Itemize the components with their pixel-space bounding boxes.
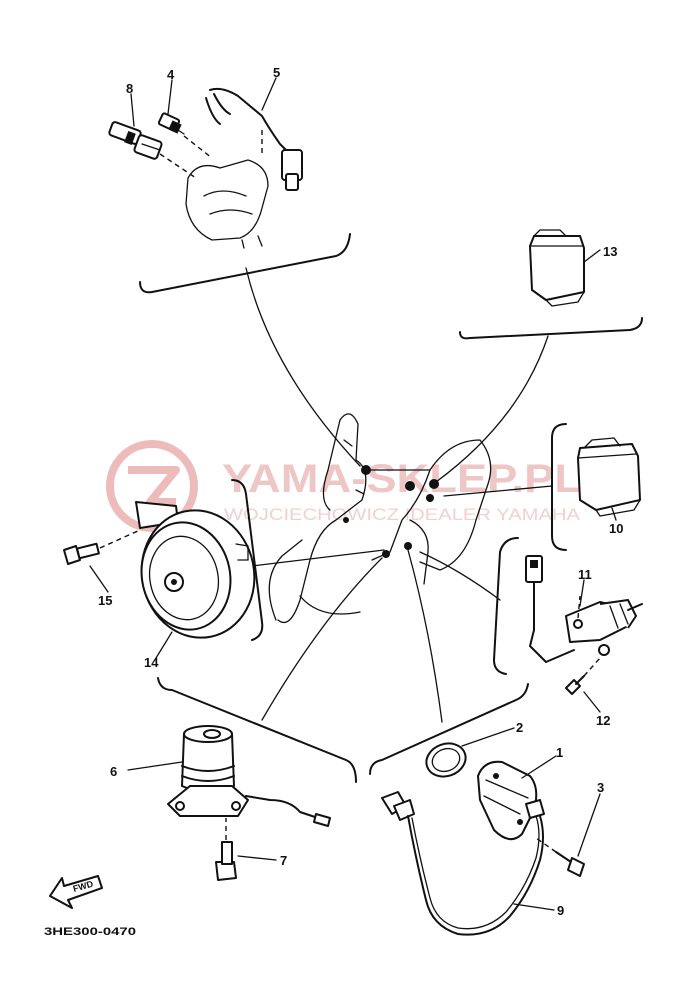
watermark-subtitle: WOJCIECHOWICZ IDEALER YAMAHA	[224, 505, 581, 524]
engine-case-sketch	[185, 159, 269, 249]
group-brackets	[139, 233, 643, 783]
callout-8: 8	[126, 81, 133, 96]
callout-1: 1	[556, 745, 563, 760]
part-8-switch	[108, 121, 197, 179]
callout-14: 14	[144, 655, 159, 670]
mount-point	[361, 465, 371, 475]
part-13-relay	[529, 229, 585, 307]
part-12-screw	[565, 657, 601, 695]
callout-7: 7	[280, 853, 287, 868]
part-2-oring	[425, 742, 467, 778]
callout-6: 6	[110, 764, 117, 779]
part-4-sensor	[157, 112, 213, 159]
callout-3: 3	[597, 780, 604, 795]
front-direction-arrow-icon: FWD	[49, 875, 103, 909]
part-7-bolt	[215, 818, 237, 881]
mount-point	[382, 550, 390, 558]
callout-2: 2	[516, 720, 523, 735]
part-5-lead	[205, 87, 303, 191]
callout-9: 9	[557, 903, 564, 918]
callout-leaders	[89, 77, 617, 911]
callout-15: 15	[98, 593, 112, 608]
callout-numbers: 1 2 3 4 5 6 7 8 9 10 11 12 13 14 15	[98, 65, 623, 918]
watermark: YAMA-SKLEP.PL WOJCIECHOWICZ IDEALER YAMA…	[106, 440, 582, 532]
part-14-horn	[135, 501, 256, 639]
callout-12: 12	[596, 713, 610, 728]
part-11-switch	[525, 555, 643, 663]
watermark-logo-icon	[106, 440, 198, 532]
callout-5: 5	[273, 65, 280, 80]
part-15-bolt	[63, 529, 141, 565]
location-leaders	[245, 267, 553, 723]
part-10-unit	[577, 437, 641, 517]
part-9-lead	[381, 791, 544, 936]
callout-11: 11	[578, 567, 592, 582]
mount-point	[426, 494, 434, 502]
callout-10: 10	[609, 521, 623, 536]
mount-point	[404, 542, 412, 550]
watermark-title: YAMA-SKLEP.PL	[222, 457, 582, 501]
mount-point	[343, 517, 349, 523]
mount-point	[405, 481, 415, 491]
frame-sketch	[268, 413, 492, 624]
diagram-part-code: 3HE300-0470	[44, 926, 136, 938]
callout-4: 4	[167, 67, 175, 82]
callout-13: 13	[603, 244, 617, 259]
part-6-pump	[167, 725, 331, 827]
part-1-pickup	[477, 760, 545, 841]
